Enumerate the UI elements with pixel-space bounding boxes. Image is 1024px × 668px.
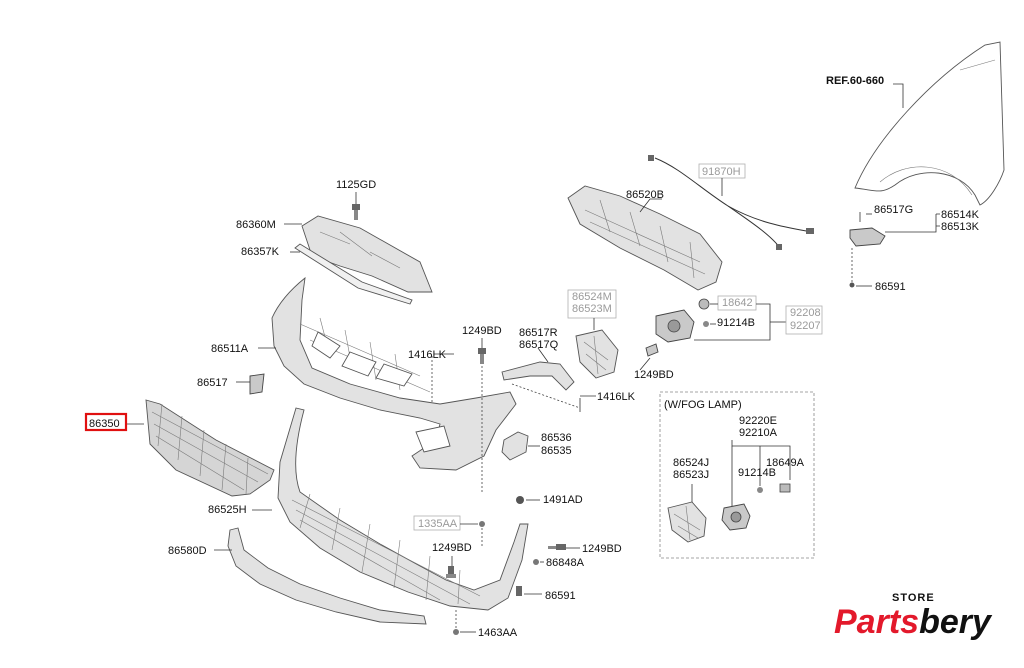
fog-part-label-18649a: 18649A (766, 457, 805, 469)
part-label-1249bd-c: 1249BD (432, 542, 472, 554)
label-box-92208 (785, 305, 823, 335)
fog-part-label-86524j: 86524J (673, 457, 709, 469)
logo-store-text: STORE (892, 592, 935, 604)
part-label-86511a: 86511A (211, 343, 249, 355)
fog-lamp-option-title: (W/FOG LAMP) (664, 399, 742, 411)
part-label-86591-bottom: 86591 (545, 590, 576, 602)
part-label-86517g: 86517G (874, 204, 913, 216)
lower-grille-part (277, 407, 529, 611)
wiring-harness-part (648, 155, 814, 250)
fog-lamp-option-box (659, 391, 815, 559)
part-label-1125gd: 1125GD (336, 179, 376, 191)
callout-labels: REF.60-660 1125GD 86360M 86357K 91870H 86520B… (89, 75, 980, 639)
part-label-1249bd-a: 1249BD (462, 325, 502, 337)
side-bracket-part (501, 431, 529, 461)
part-label-1335aa: 1335AA (418, 518, 458, 530)
part-label-ref-60-660: REF.60-660 (826, 75, 884, 87)
grille-support-part (301, 215, 433, 293)
part-label-86517q: 86517Q (519, 339, 559, 351)
highlight-box-86350 (84, 412, 128, 432)
fender-bracket-part (849, 227, 886, 247)
part-label-86535: 86535 (541, 445, 572, 457)
part-label-92207: 92207 (790, 320, 821, 332)
part-label-86525h: 86525H (208, 504, 247, 516)
part-label-1416lk-a: 1416LK (408, 349, 447, 361)
part-label-86517: 86517 (197, 377, 228, 389)
logo-wordmark: Partsbery (834, 602, 991, 642)
part-label-86580d: 86580D (168, 545, 207, 557)
radiator-grille-part (145, 399, 275, 497)
part-label-86357k: 86357K (241, 246, 280, 258)
part-label-1463aa: 1463AA (478, 627, 518, 639)
part-label-86536: 86536 (541, 432, 572, 444)
part-label-91214b-top: 91214B (717, 317, 755, 329)
part-label-1249bd-b: 1249BD (634, 369, 674, 381)
bumper-bracket-part (501, 361, 575, 391)
label-box-86524m (567, 289, 617, 319)
bumper-absorber-part (567, 185, 723, 291)
part-label-86523m: 86523M (572, 303, 612, 315)
part-label-86514k: 86514K (941, 209, 980, 221)
part-label-92208: 92208 (790, 307, 821, 319)
front-fender-part (854, 41, 1005, 206)
fog-part-label-91214b-fog: 91214B (738, 467, 776, 479)
part-label-86591-top: 86591 (875, 281, 906, 293)
part-label-86513k: 86513K (941, 221, 980, 233)
part-label-1249bd-d: 1249BD (582, 543, 622, 555)
partsbery-store-logo: STORE Partsbery (834, 592, 1004, 648)
fog-part-label-92220e: 92220E (739, 415, 777, 427)
part-label-86520b: 86520B (626, 189, 664, 201)
fog-part-label-92210a: 92210A (739, 427, 778, 439)
part-label-1491ad: 1491AD (543, 494, 583, 506)
part-label-91870h: 91870H (702, 166, 741, 178)
part-label-86524m: 86524M (572, 291, 612, 303)
fog-part-label-86523j: 86523J (673, 469, 709, 481)
fog-lamp-option-parts (667, 483, 791, 543)
part-label-18642: 18642 (722, 297, 753, 309)
part-label-86360m: 86360M (236, 219, 276, 231)
label-box-18642 (717, 295, 757, 311)
fog-lamp-part (655, 309, 695, 343)
fog-lamp-cover-part (575, 329, 619, 379)
logo-part2: bery (919, 603, 991, 641)
part-label-86848a: 86848A (546, 557, 585, 569)
part-label-1416lk-b: 1416LK (597, 391, 636, 403)
part-label-86350: 86350 (89, 418, 120, 430)
front-bumper-cover-part (271, 276, 517, 471)
logo-part1: Parts (834, 603, 920, 641)
part-label-86517r: 86517R (519, 327, 558, 339)
bumper-lip-part (227, 527, 427, 625)
label-box-1335aa (413, 515, 461, 531)
